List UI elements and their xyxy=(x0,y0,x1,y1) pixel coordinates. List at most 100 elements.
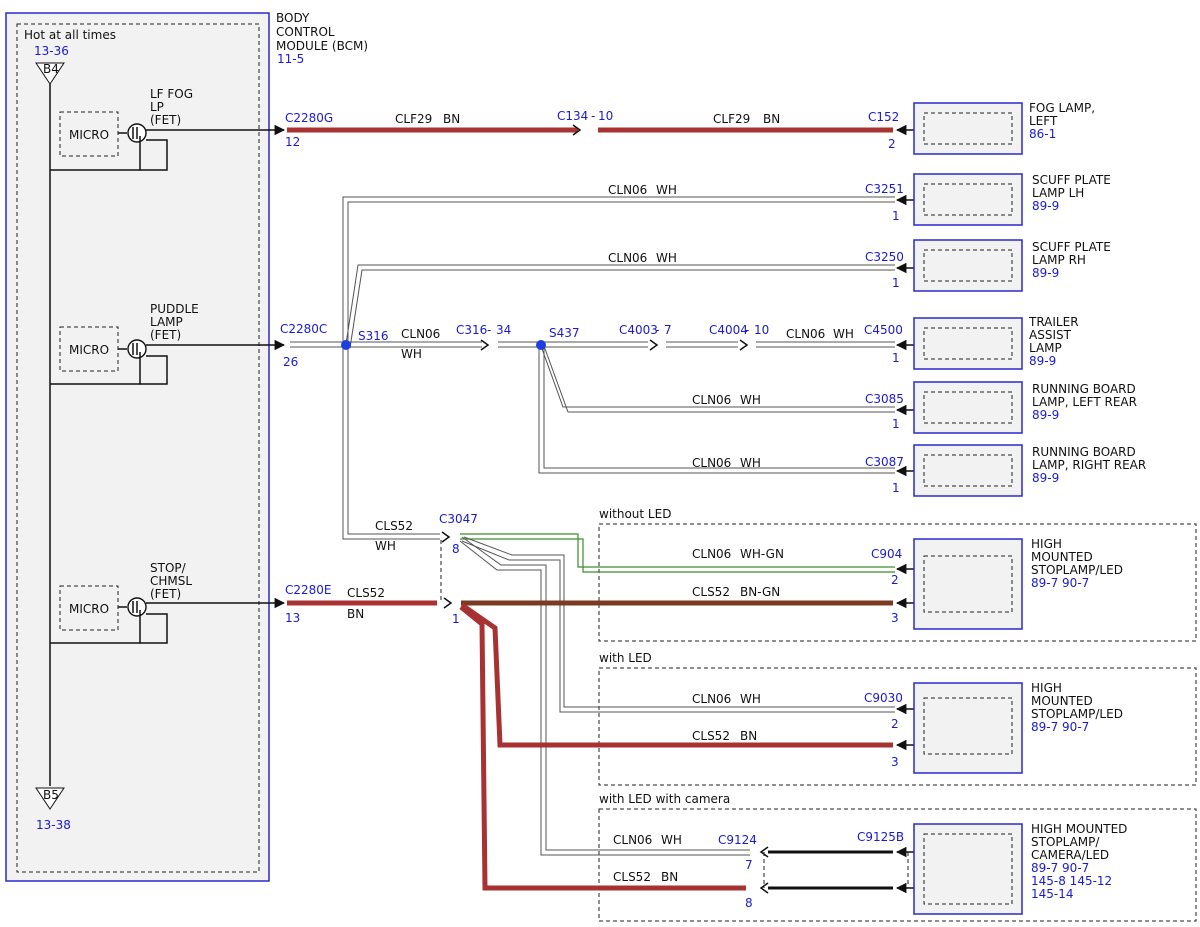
conn-c3047: C3047 xyxy=(439,512,478,526)
component-name: HIGH xyxy=(1031,537,1062,551)
conn-c4004: C4004 xyxy=(709,323,748,337)
load-scuff-lh: C3251 1 SCUFF PLATE LAMP LH 89-9 xyxy=(865,173,1111,226)
component-name: MOUNTED xyxy=(1031,550,1093,564)
wire-label: CLS52 xyxy=(692,585,730,599)
pin-c152: 2 xyxy=(888,137,896,151)
wire-color: BN xyxy=(347,607,364,621)
scuff-rh-module xyxy=(913,239,1023,292)
component-name: RUNNING BOARD xyxy=(1032,445,1136,459)
chmsl-wh-wires xyxy=(459,533,895,856)
conn-c2280e: C2280E xyxy=(285,583,332,597)
pin-label: 2 xyxy=(891,717,899,731)
component-name: MOUNTED xyxy=(1031,694,1093,708)
output-label: STOP/ xyxy=(150,561,187,575)
splice-s316 xyxy=(341,340,351,350)
group-label: with LED with camera xyxy=(599,792,730,806)
conn-c134: C134 xyxy=(557,109,588,123)
wire-color: BN xyxy=(763,112,780,126)
pin-c2280g: 12 xyxy=(285,135,300,149)
conn-c2280c: C2280C xyxy=(280,322,327,336)
pin-c4004: 10 xyxy=(754,323,769,337)
wire-color: WH xyxy=(833,327,854,341)
dash: - xyxy=(591,109,595,123)
wire-label: CLN06 xyxy=(608,183,647,197)
wire-color: WH xyxy=(401,347,422,361)
svg-text:-: - xyxy=(487,323,491,337)
component-name: SCUFF PLATE xyxy=(1032,240,1111,254)
wire-label: CLN06 xyxy=(608,251,647,265)
pin-label: 3 xyxy=(891,755,899,769)
component-name: ASSIST xyxy=(1029,328,1072,342)
component-name: STOPLAMP/LED xyxy=(1031,707,1123,721)
component-name: CAMERA/LED xyxy=(1031,848,1109,862)
wire-label: CLS52 xyxy=(347,586,385,600)
wire-label: CLF29 xyxy=(713,112,750,126)
svg-text:-: - xyxy=(745,323,749,337)
micro-label: MICRO xyxy=(69,602,109,616)
bcm-ref: 11-5 xyxy=(277,52,304,66)
wire-label: CLN06 xyxy=(613,833,652,847)
component-ref: 89-9 xyxy=(1032,408,1059,422)
trailer-lamp-module xyxy=(913,317,1023,370)
pin-c316: 34 xyxy=(496,323,511,337)
b4-label: B4 xyxy=(43,62,59,76)
fog-circuit: CLF29 BN C134 - 10 CLF29 BN C152 2 FOG L… xyxy=(287,101,1095,155)
wire-label: CLN06 xyxy=(401,327,440,341)
micro-box xyxy=(59,111,119,157)
component-ref: 86-1 xyxy=(1029,127,1056,141)
pin-label: 8 xyxy=(745,896,753,910)
chmsl-led-module xyxy=(913,538,1023,630)
component-ref: 145-14 xyxy=(1031,887,1074,901)
conn-c316: C316 xyxy=(456,323,487,337)
wire-color: WH xyxy=(740,692,761,706)
pin-label: 1 xyxy=(892,417,900,431)
wire-label: CLN06 xyxy=(692,393,731,407)
component-name: HIGH xyxy=(1031,681,1062,695)
component-ref: 89-7 90-7 xyxy=(1031,576,1089,590)
b5-ref: 13-38 xyxy=(36,818,71,832)
component-name: SCUFF PLATE xyxy=(1032,173,1111,187)
wire-label: CLN06 xyxy=(692,692,731,706)
component-name: LAMP LH xyxy=(1032,186,1084,200)
output-label: (FET) xyxy=(150,113,181,127)
micro-label: MICRO xyxy=(69,343,109,357)
component-name: STOPLAMP/ xyxy=(1031,835,1100,849)
conn-label: C3250 xyxy=(865,250,904,264)
wire-label: CLS52 xyxy=(692,729,730,743)
svg-text:-: - xyxy=(655,323,659,337)
chmsl-led-module-2 xyxy=(913,682,1023,774)
conn-c9125b: C9125B xyxy=(857,830,904,844)
micro-label: MICRO xyxy=(69,128,109,142)
component-ref: 89-9 xyxy=(1032,199,1059,213)
conn-c4003: C4003 xyxy=(619,323,658,337)
wire-color: WH xyxy=(656,183,677,197)
group-label: without LED xyxy=(599,507,671,521)
chmsl-bn-wires xyxy=(459,600,893,891)
pin-label: 1 xyxy=(892,276,900,290)
wire-label: CLS52 xyxy=(375,519,413,533)
bcm-inner-outline xyxy=(16,23,260,873)
wire-color: WH xyxy=(656,251,677,265)
output-label: LAMP xyxy=(150,315,183,329)
component-ref: 89-9 xyxy=(1029,354,1056,368)
pin-c3047-bn: 1 xyxy=(452,612,460,626)
wire-label: CLF29 xyxy=(395,112,432,126)
component-name: LAMP RH xyxy=(1032,253,1086,267)
wire-label: CLS52 xyxy=(613,870,651,884)
wire-color: BN xyxy=(740,729,757,743)
load-running-left: C3085 1 RUNNING BOARD LAMP, LEFT REAR 89… xyxy=(865,381,1137,434)
output-label: PUDDLE xyxy=(150,302,199,316)
bcm-title-1: BODY xyxy=(276,11,310,25)
wire-label: CLN06 xyxy=(786,327,825,341)
pin-label: 3 xyxy=(891,611,899,625)
hot-label: Hot at all times xyxy=(24,28,116,42)
output-label: (FET) xyxy=(150,328,181,342)
bcm-module: Hot at all times 13-36 B4 B5 13-38 BODY … xyxy=(5,11,368,882)
pin-label: 7 xyxy=(745,858,753,872)
conn-c904: C904 xyxy=(871,547,902,561)
component-ref: 145-8 145-12 xyxy=(1031,874,1112,888)
bcm-output-puddle: MICRO PUDDLE LAMP (FET) xyxy=(50,302,286,385)
running-right-module xyxy=(913,444,1023,497)
load-scuff-rh: C3250 1 SCUFF PLATE LAMP RH 89-9 xyxy=(865,239,1111,292)
